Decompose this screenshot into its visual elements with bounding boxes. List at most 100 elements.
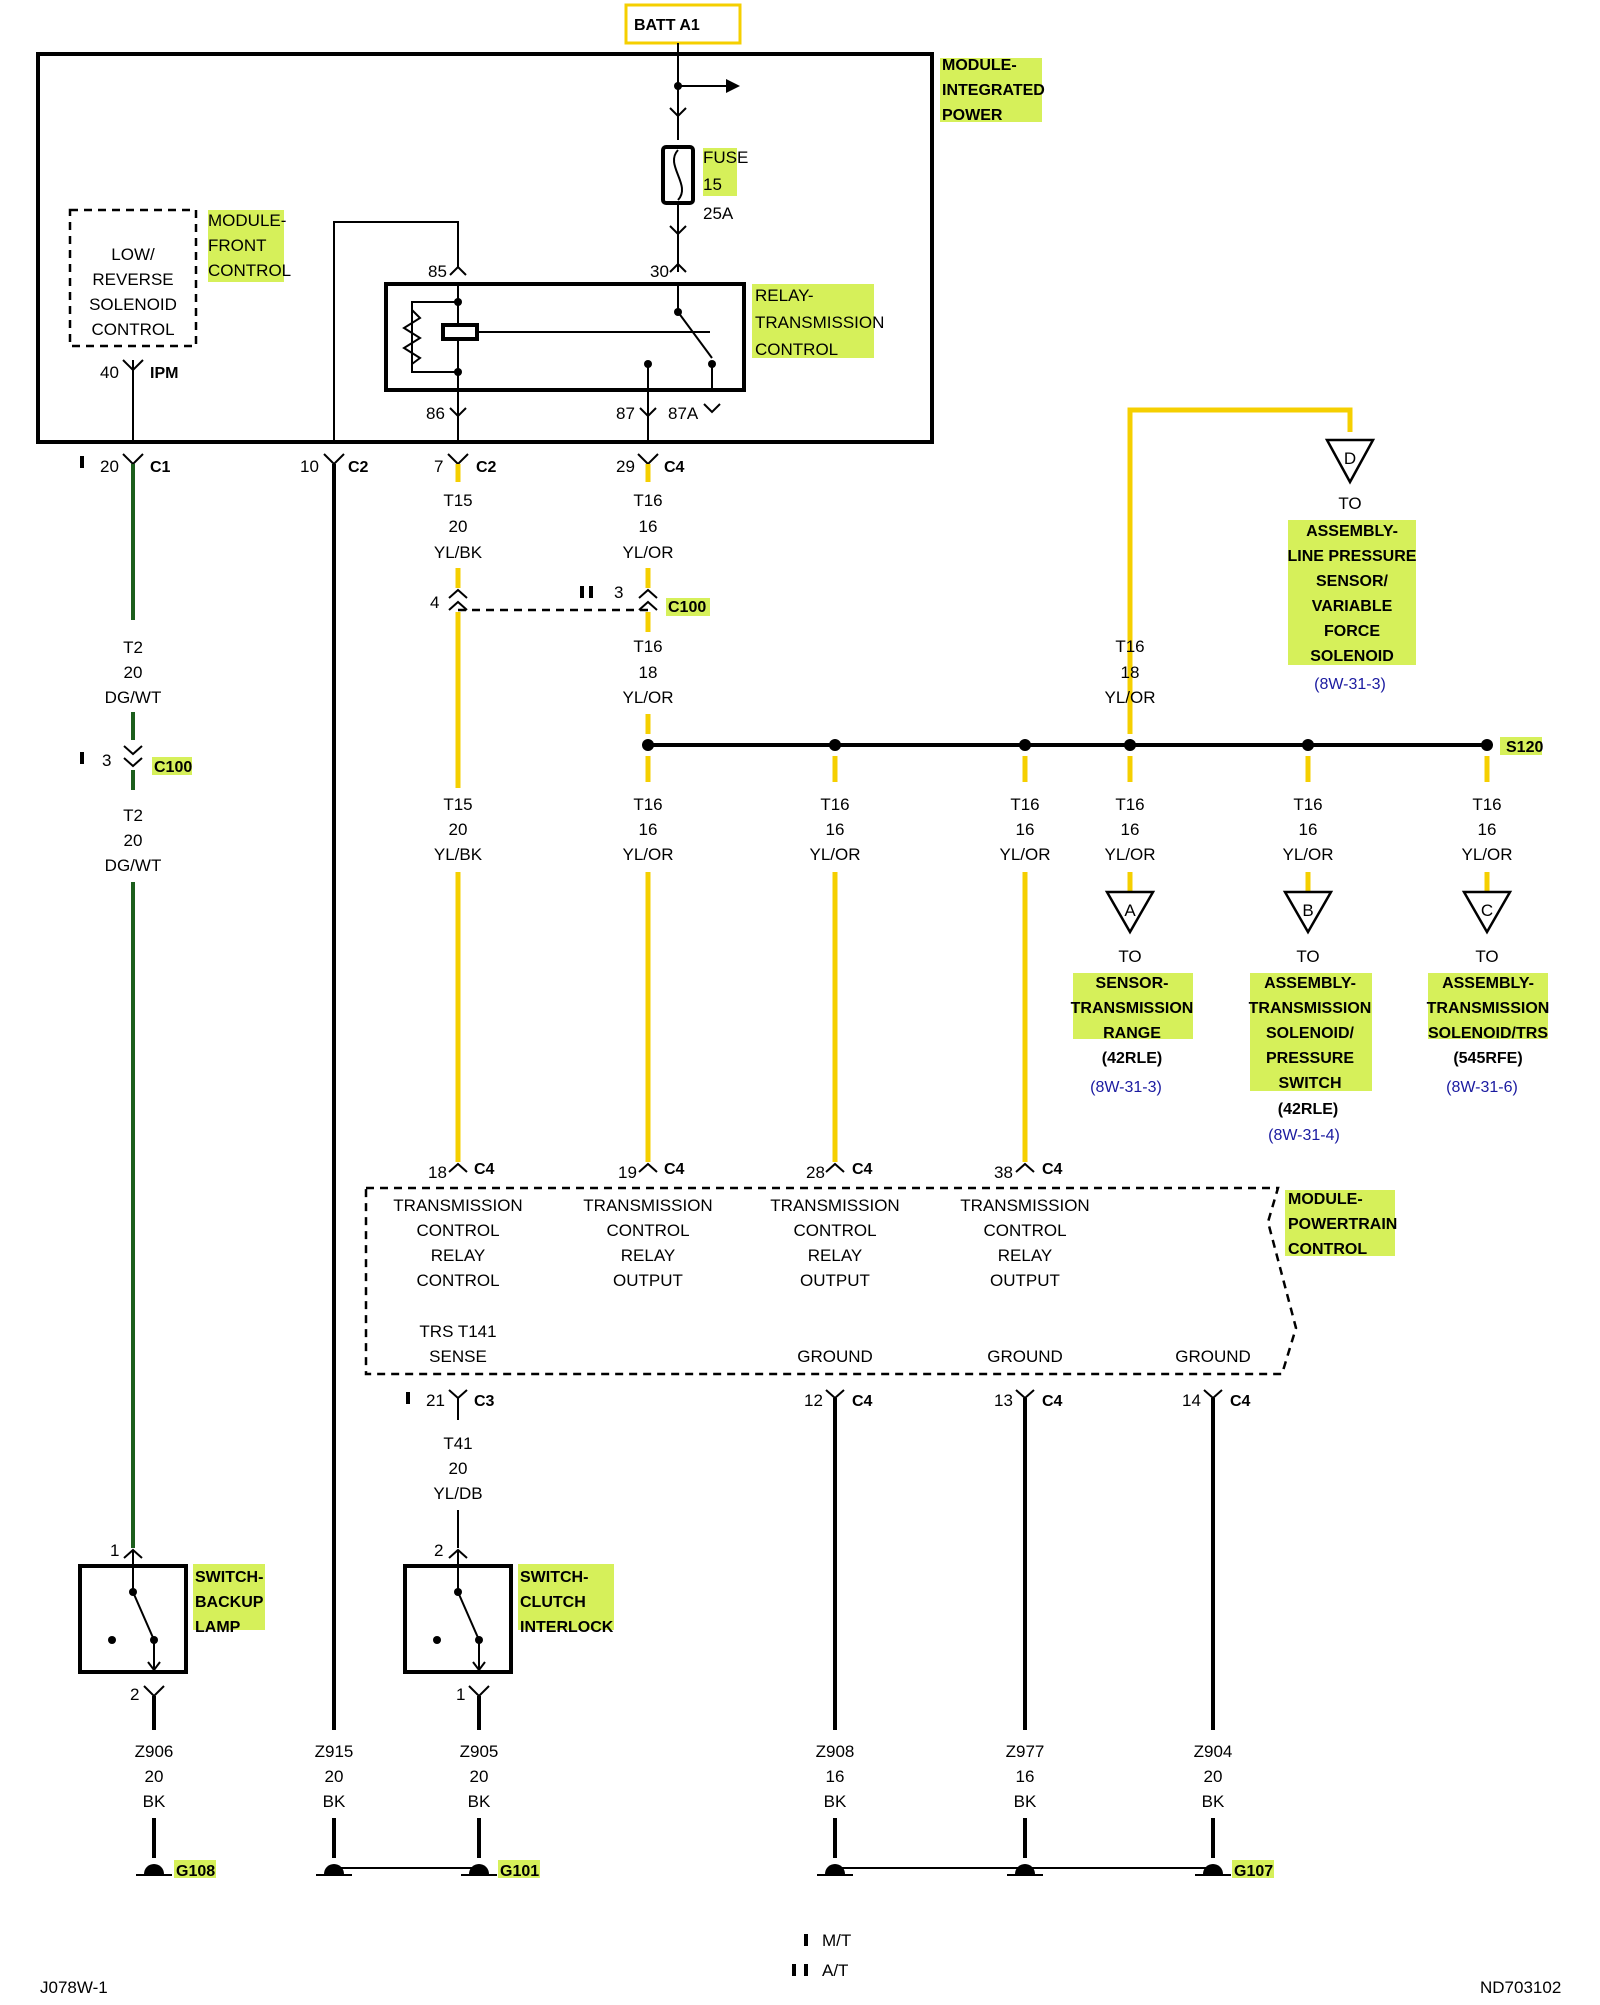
svg-text:CONTROL: CONTROL (91, 320, 174, 339)
svg-text:3: 3 (102, 751, 111, 770)
svg-text:M/T: M/T (822, 1931, 851, 1950)
svg-text:20: 20 (470, 1767, 489, 1786)
svg-text:(545RFE): (545RFE) (1453, 1050, 1522, 1067)
svg-text:DG/WT: DG/WT (105, 856, 162, 875)
svg-text:ASSEMBLY-: ASSEMBLY- (1442, 975, 1534, 992)
svg-text:OUTPUT: OUTPUT (613, 1271, 683, 1290)
svg-text:SWITCH-: SWITCH- (195, 1569, 263, 1586)
branch-wires: T16 16 YL/OR T16 16 YL/OR T16 16 YL/OR T… (622, 756, 1513, 1162)
svg-text:16: 16 (1121, 820, 1140, 839)
svg-text:C4: C4 (474, 1161, 495, 1178)
svg-text:RELAY: RELAY (998, 1246, 1053, 1265)
svg-text:YL/OR: YL/OR (622, 543, 673, 562)
svg-text:28: 28 (806, 1163, 825, 1182)
batt-label: BATT A1 (634, 17, 700, 34)
svg-text:REVERSE: REVERSE (92, 270, 173, 289)
svg-text:TRANSMISSION: TRANSMISSION (960, 1196, 1089, 1215)
svg-text:1: 1 (110, 1541, 119, 1560)
svg-text:CLUTCH: CLUTCH (520, 1594, 586, 1611)
svg-text:87: 87 (616, 404, 635, 423)
svg-text:DG/WT: DG/WT (105, 688, 162, 707)
svg-text:C4: C4 (852, 1393, 873, 1410)
svg-text:20: 20 (325, 1767, 344, 1786)
svg-text:YL/OR: YL/OR (622, 688, 673, 707)
svg-text:C: C (1481, 901, 1493, 920)
svg-text:Z904: Z904 (1194, 1742, 1233, 1761)
svg-text:2: 2 (130, 1685, 139, 1704)
svg-text:Z905: Z905 (460, 1742, 499, 1761)
ipm-label: MODULE- INTEGRATED POWER (942, 57, 1045, 124)
svg-text:C4: C4 (664, 1161, 685, 1178)
svg-text:TO: TO (1475, 947, 1498, 966)
front-control-label: MODULE- FRONT CONTROL (208, 211, 291, 280)
svg-text:(42RLE): (42RLE) (1278, 1101, 1338, 1118)
svg-text:RELAY: RELAY (621, 1246, 676, 1265)
pcm-box (364, 1186, 1298, 1376)
svg-text:3: 3 (614, 583, 623, 602)
svg-text:CONTROL: CONTROL (416, 1271, 499, 1290)
offpage-b-label: ASSEMBLY- TRANSMISSION SOLENOID/ PRESSUR… (1249, 975, 1372, 1144)
svg-text:20: 20 (100, 457, 119, 476)
svg-text:SOLENOID: SOLENOID (1310, 648, 1394, 665)
svg-text:YL/DB: YL/DB (433, 1484, 482, 1503)
svg-text:BK: BK (143, 1792, 166, 1811)
offpage-d-label: ASSEMBLY- LINE PRESSURE SENSOR/ VARIABLE… (1288, 523, 1417, 693)
svg-text:POWER: POWER (942, 107, 1003, 124)
svg-text:YL/OR: YL/OR (622, 845, 673, 864)
svg-text:BK: BK (1202, 1792, 1225, 1811)
relay-coil (441, 323, 479, 341)
offpage-d-icon (1324, 438, 1376, 485)
svg-text:T16: T16 (820, 795, 849, 814)
svg-text:C2: C2 (348, 459, 369, 476)
svg-text:B: B (1302, 901, 1313, 920)
svg-text:INTERLOCK: INTERLOCK (520, 1619, 614, 1636)
svg-text:YL/OR: YL/OR (809, 845, 860, 864)
svg-text:18: 18 (639, 663, 658, 682)
svg-text:BACKUP: BACKUP (195, 1594, 264, 1611)
svg-text:ASSEMBLY-: ASSEMBLY- (1264, 975, 1356, 992)
svg-text:T16: T16 (633, 795, 662, 814)
pcm-pin-labels: TRANSMISSION CONTROL RELAY CONTROL TRANS… (393, 1196, 1250, 1366)
svg-text:Z977: Z977 (1006, 1742, 1045, 1761)
svg-text:YL/OR: YL/OR (1461, 845, 1512, 864)
svg-text:10: 10 (300, 457, 319, 476)
batt-box (624, 3, 742, 45)
svg-text:TRS T141: TRS T141 (419, 1322, 496, 1341)
svg-text:LAMP: LAMP (195, 1619, 241, 1636)
offpage-a-icon (1104, 890, 1156, 935)
svg-text:C2: C2 (476, 459, 497, 476)
svg-text:GROUND: GROUND (1175, 1347, 1251, 1366)
svg-text:(8W-31-6): (8W-31-6) (1446, 1079, 1518, 1096)
svg-text:2: 2 (434, 1541, 443, 1560)
label-highlights (152, 58, 1548, 1878)
svg-text:MODULE-: MODULE- (942, 57, 1017, 74)
svg-text:20: 20 (449, 517, 468, 536)
svg-text:T16: T16 (1293, 795, 1322, 814)
svg-text:T15: T15 (443, 491, 472, 510)
svg-text:YL/OR: YL/OR (999, 845, 1050, 864)
svg-text:YL/BK: YL/BK (434, 845, 483, 864)
svg-text:7: 7 (434, 457, 443, 476)
svg-text:19: 19 (618, 1163, 637, 1182)
svg-text:TRANSMISSION: TRANSMISSION (583, 1196, 712, 1215)
svg-text:BK: BK (323, 1792, 346, 1811)
svg-text:LOW/: LOW/ (111, 245, 155, 264)
svg-text:1: 1 (456, 1685, 465, 1704)
offpage-c-icon (1461, 890, 1513, 935)
svg-text:TRANSMISSION: TRANSMISSION (755, 313, 884, 332)
svg-text:SENSOR/: SENSOR/ (1316, 573, 1389, 590)
pcm-top-pins: 18 C4 19 C4 28 C4 38 C4 (428, 1161, 1063, 1182)
offpage-c-label: ASSEMBLY- TRANSMISSION SOLENOID/TRS (545… (1427, 975, 1550, 1096)
svg-text:20: 20 (449, 1459, 468, 1478)
svg-text:INTEGRATED: INTEGRATED (942, 82, 1045, 99)
svg-text:CONTROL: CONTROL (755, 340, 838, 359)
svg-text:T2: T2 (123, 638, 143, 657)
svg-text:CONTROL: CONTROL (1288, 1241, 1367, 1258)
svg-text:C4: C4 (852, 1161, 873, 1178)
offpage-a-label: SENSOR- TRANSMISSION RANGE (42RLE) (8W-3… (1071, 975, 1194, 1096)
svg-text:TO: TO (1118, 947, 1141, 966)
svg-text:TO: TO (1338, 494, 1361, 513)
relay-box (384, 282, 746, 392)
svg-text:T41: T41 (443, 1434, 472, 1453)
